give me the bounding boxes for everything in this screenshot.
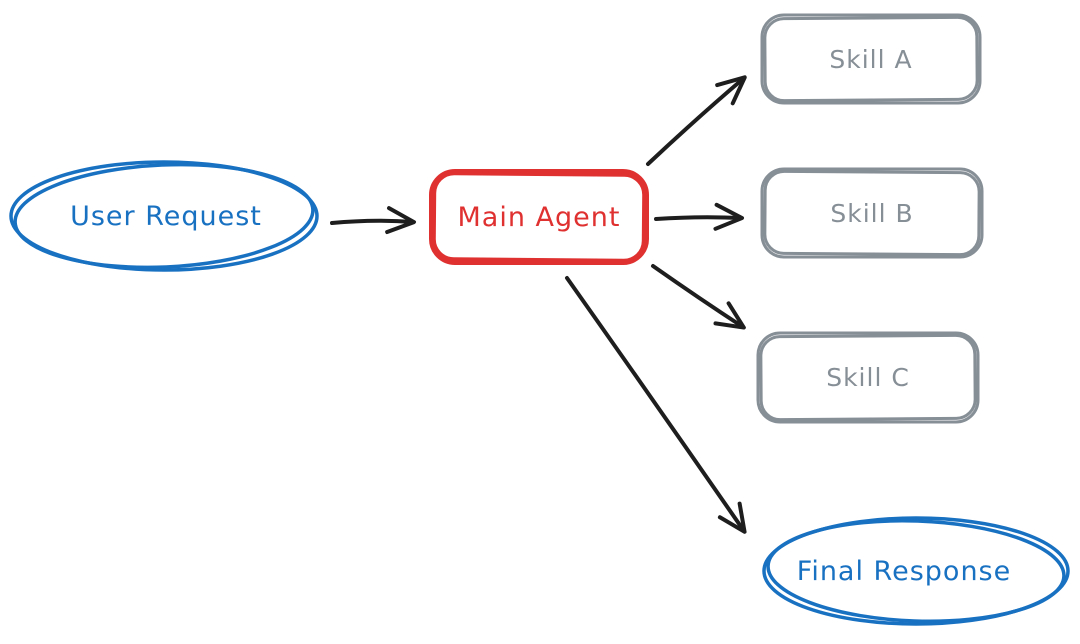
user-request-shape — [9, 160, 319, 272]
skill-a-shape — [760, 13, 982, 105]
final-response-shape — [762, 516, 1070, 626]
skill-b-label: Skill B — [830, 199, 913, 228]
skill-a-label: Skill A — [829, 45, 912, 74]
final-response-label: Final Response — [797, 556, 1011, 587]
node-skill-c: Skill C — [756, 331, 980, 424]
edge-main-agent-to-skill-a — [646, 75, 747, 166]
node-skill-a: Skill A — [760, 13, 982, 105]
node-skill-b: Skill B — [760, 167, 984, 259]
edge-main-agent-to-final-response — [565, 276, 747, 534]
node-main-agent: Main Agent — [429, 169, 649, 265]
edge-main-agent-to-skill-b — [654, 202, 744, 231]
user-request-label: User Request — [70, 201, 262, 232]
node-user-request: User Request — [9, 160, 319, 272]
node-final-response: Final Response — [762, 516, 1070, 626]
main-agent-shape — [429, 169, 649, 265]
skill-c-label: Skill C — [826, 363, 910, 392]
edge-main-agent-to-skill-c — [651, 264, 746, 330]
edge-user-request-to-main-agent — [330, 206, 416, 235]
skill-c-shape — [756, 331, 980, 424]
main-agent-label: Main Agent — [458, 202, 621, 233]
edges — [330, 75, 747, 534]
skill-b-shape — [760, 167, 984, 259]
